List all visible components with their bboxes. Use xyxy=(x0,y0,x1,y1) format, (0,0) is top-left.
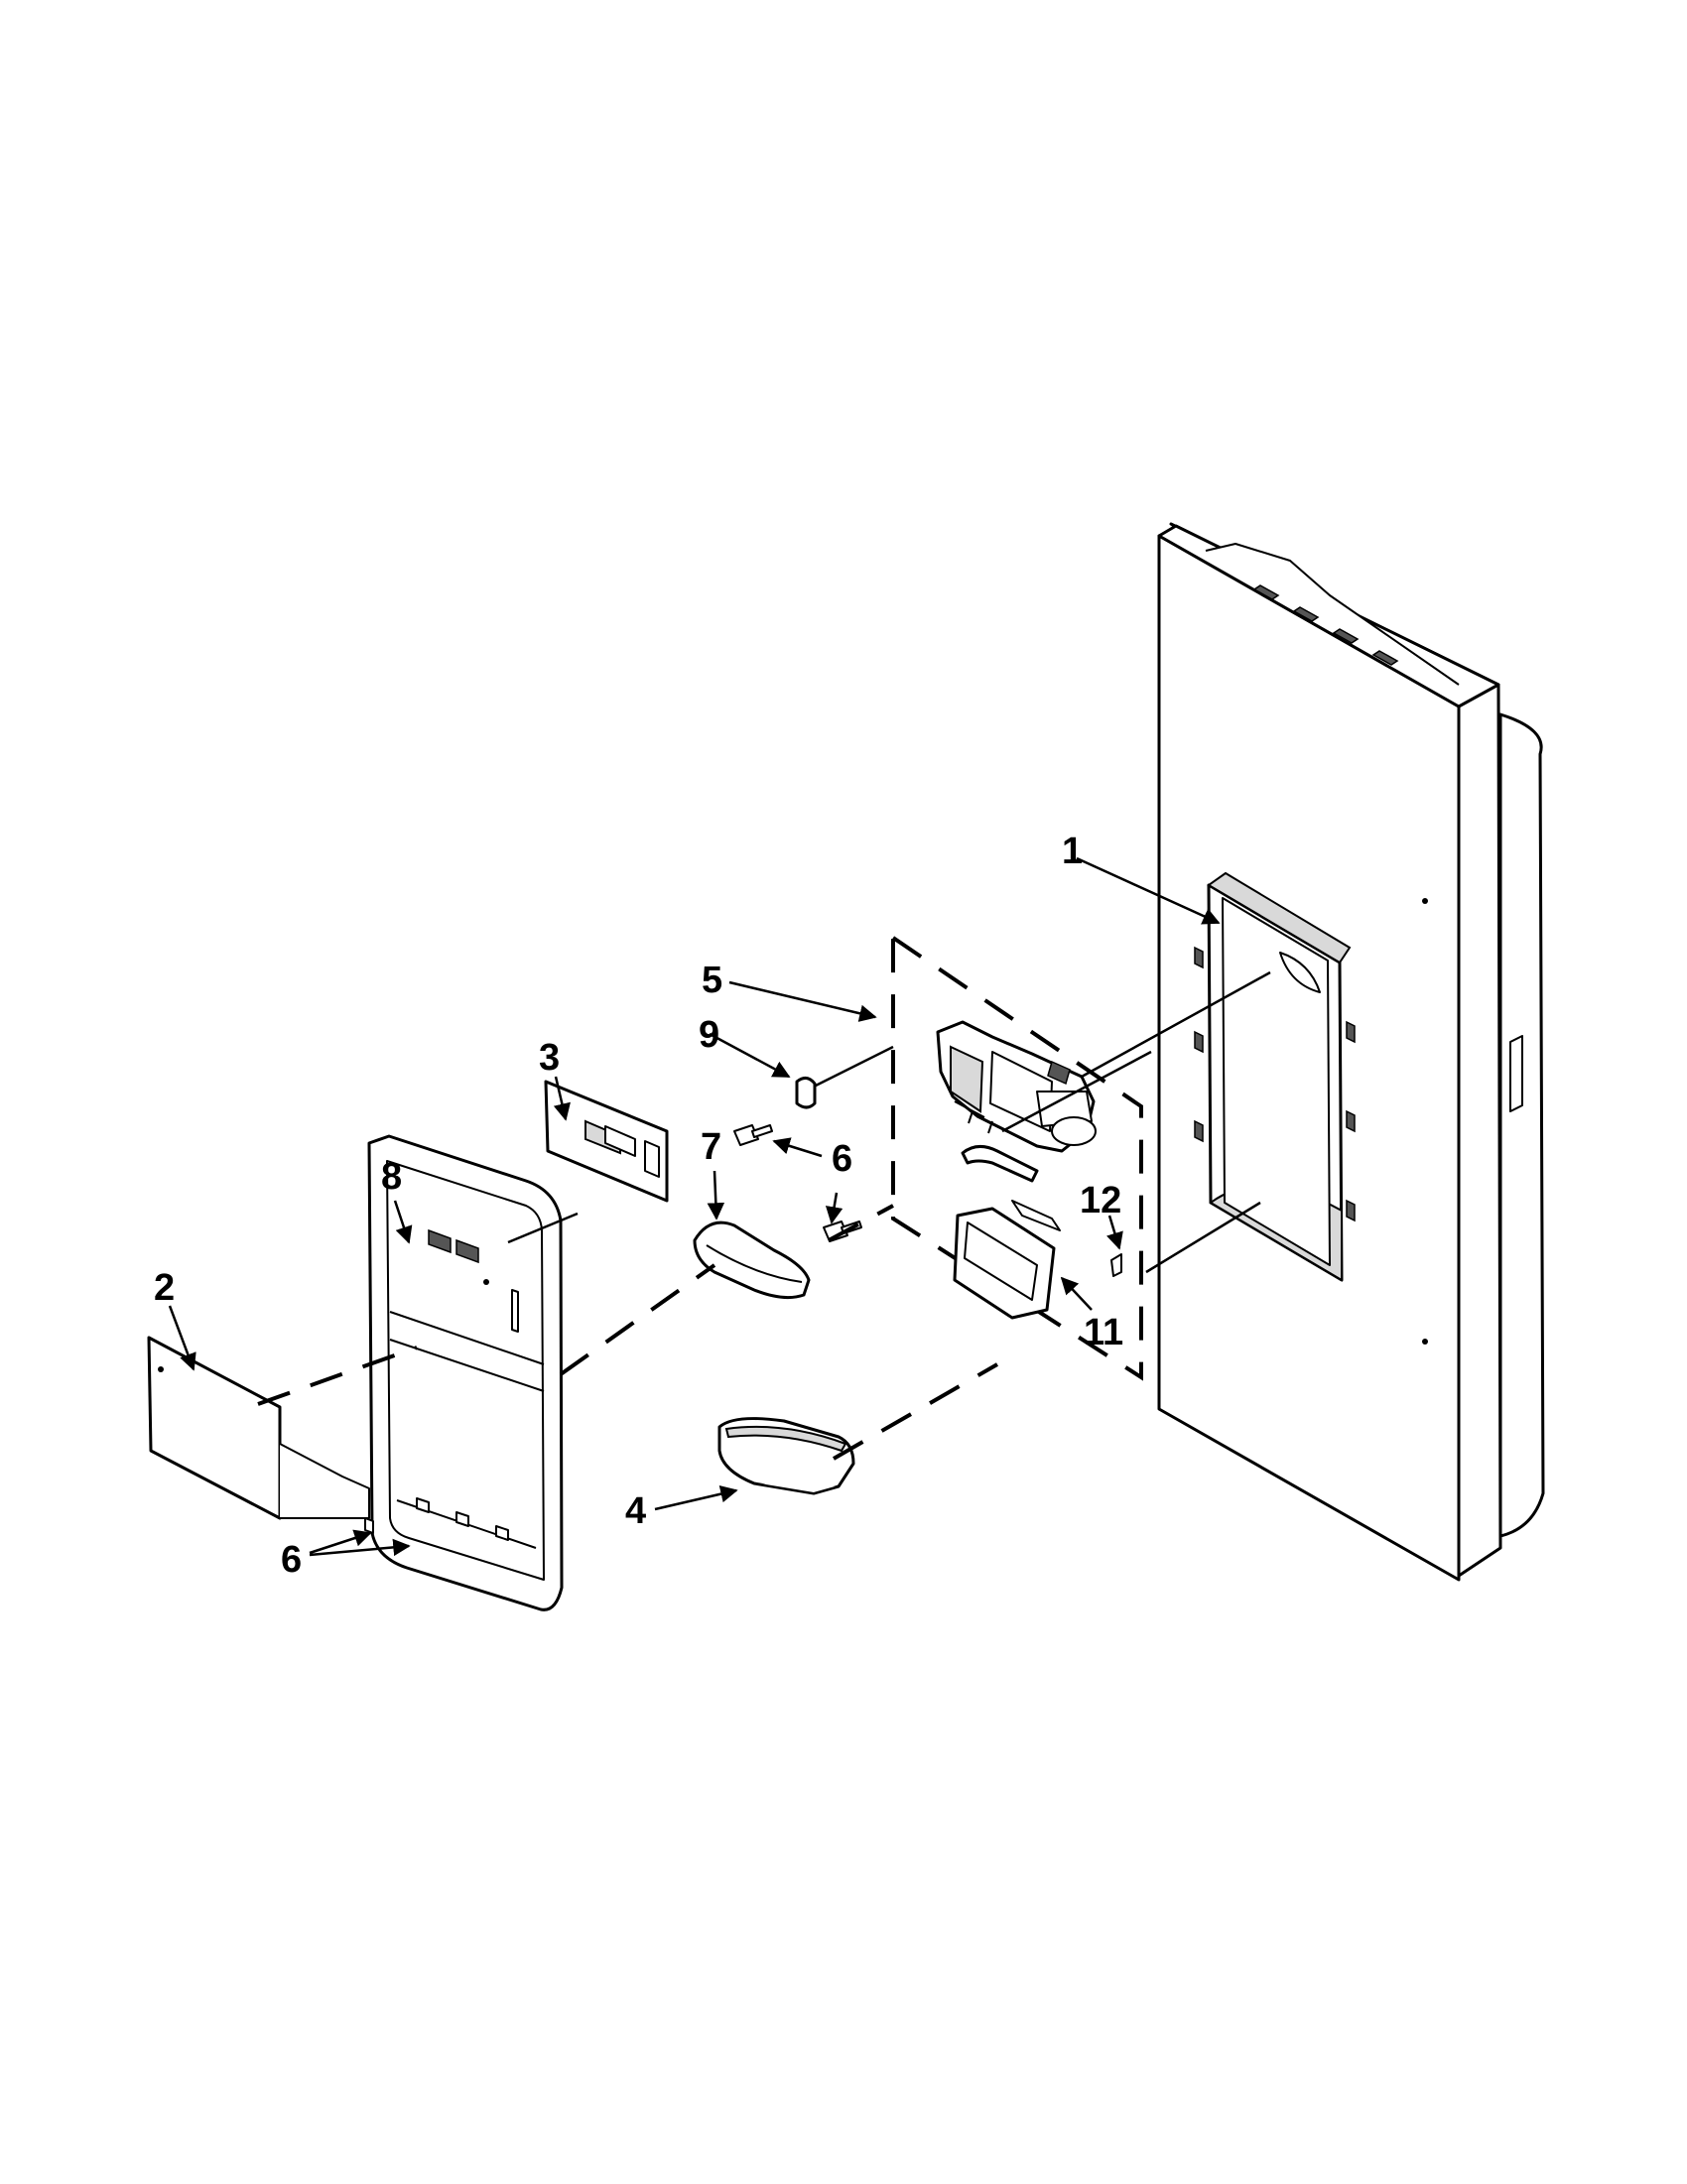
callout-11: 11 xyxy=(1084,1312,1123,1353)
callout-4: 4 xyxy=(625,1490,646,1532)
callout-6-lower: 6 xyxy=(281,1539,302,1581)
drip-tray xyxy=(717,1417,855,1495)
label-panel xyxy=(147,1336,374,1534)
chute-cover xyxy=(693,1220,811,1300)
refrigerator-door xyxy=(1157,522,1545,1582)
callout-2: 2 xyxy=(154,1267,175,1309)
door-top-vents xyxy=(1252,584,1399,666)
control-board xyxy=(544,1080,669,1203)
leader-arrows xyxy=(168,856,1221,1557)
callout-5: 5 xyxy=(702,960,722,1001)
spring-clip xyxy=(1110,1253,1122,1277)
wire-clip xyxy=(795,1077,817,1109)
callout-6-upper: 6 xyxy=(832,1138,852,1180)
callout-8: 8 xyxy=(381,1156,402,1198)
dispenser-recess xyxy=(1194,871,1356,1282)
alignment-lines xyxy=(257,970,1271,1461)
callout-12: 12 xyxy=(1080,1180,1121,1221)
dispenser-front-frame xyxy=(367,1134,564,1611)
callout-1: 1 xyxy=(1062,831,1083,872)
callout-3: 3 xyxy=(539,1037,560,1079)
callout-9: 9 xyxy=(699,1014,719,1056)
assembly-dashed-box xyxy=(891,934,1143,1381)
callout-labels: 1 2 3 4 5 6 6 7 8 9 11 12 xyxy=(154,831,1123,1581)
dispenser-housing xyxy=(936,1020,1097,1153)
actuator-paddle xyxy=(953,1145,1061,1320)
screw-upper-left xyxy=(733,1124,773,1146)
callout-7: 7 xyxy=(701,1126,721,1168)
